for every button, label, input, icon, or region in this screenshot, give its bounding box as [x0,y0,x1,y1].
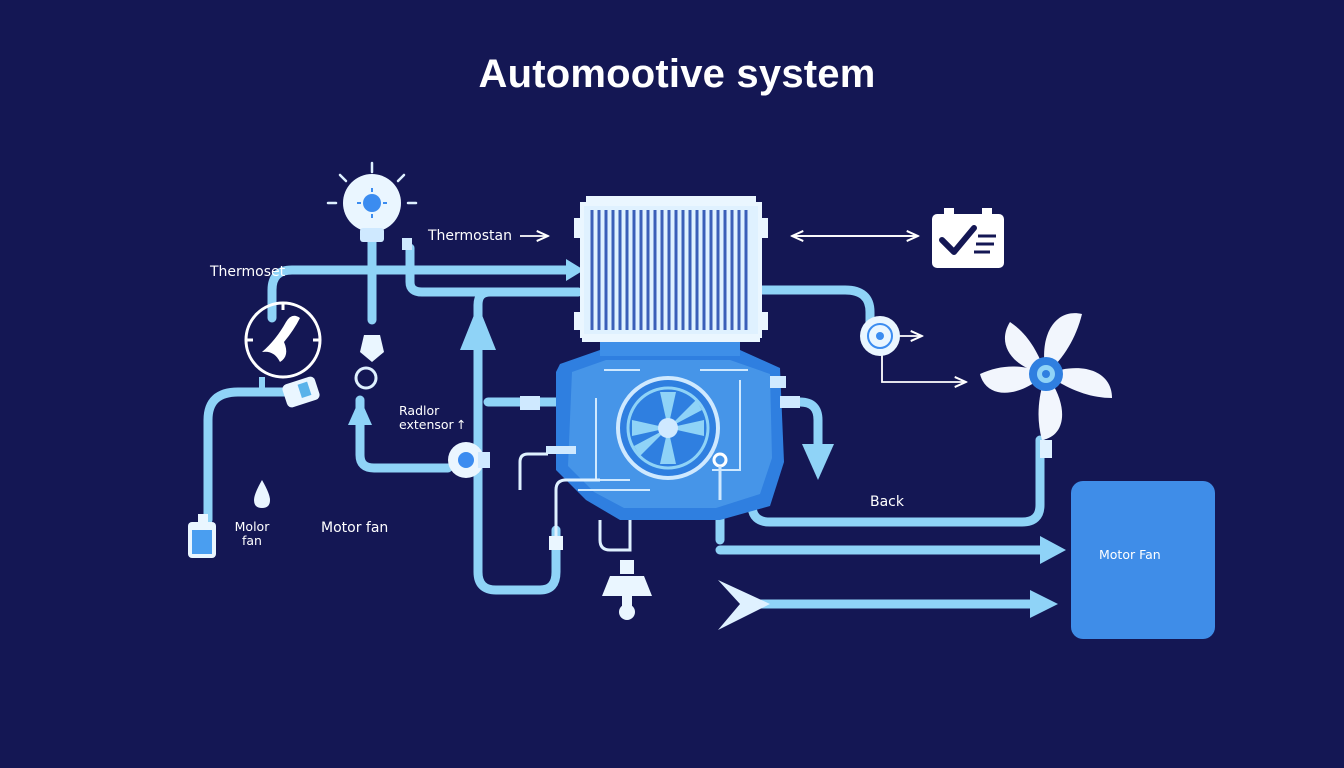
pipe-fan-return [747,435,1045,527]
pipe-top-left [267,265,577,323]
valve-connector [282,376,320,408]
flow-arrow-up-left [460,305,496,350]
flow-arrow-down-right [802,444,834,480]
small-hoses [518,452,632,552]
label-molor-line1: Molor [234,519,270,534]
pump-left-icon [448,442,490,478]
pipe-left-loop [473,325,561,595]
label-thermoset: Thermoset [210,264,286,280]
pipe-left-down-to-bottle [203,387,307,525]
water-pump-right-icon [860,316,900,356]
label-radior-arrow: ↑ [456,417,467,432]
label-thermostan: Thermostan [428,228,512,244]
indicator-arrows [520,236,966,382]
checklist-icon [932,208,1004,268]
spark-plug-icon [602,560,652,620]
label-radior-line2: extensor [399,417,454,432]
pipe-left-vertical [473,287,583,335]
label-molor-line2: fan [242,533,262,548]
flow-arrows [715,495,1045,609]
chevron-arrow-icon [718,580,770,630]
flow-arrow-to-box-bottom [1030,590,1058,618]
pipe-radiator-right [755,285,875,330]
pipe-radiator-inlet [405,243,583,297]
hose-clamp [549,536,563,550]
flow-arrow-up-lower [348,398,372,425]
diagram-title: Automootive system [478,52,876,96]
pipe-left-lower [355,395,453,473]
coolant-bottle-icon [188,514,216,558]
lightbulb-icon [326,161,418,250]
flow-arrow-radiator-in [566,259,584,281]
label-back: Back [870,494,904,510]
motor-fan-box [1071,481,1215,639]
radiator [574,196,768,342]
engine-block [520,342,800,520]
droplet-icon [254,480,270,508]
nozzle-valve [354,335,384,390]
thermoset-gauge-icon [244,301,322,392]
label-motor-fan: Motor fan [321,520,389,536]
pipe-engine-right [770,397,823,455]
label-radior-line1: Radlor [399,403,440,418]
fan-icon [980,313,1112,458]
label-motor-fan-box: Motor Fan [1099,547,1161,562]
flow-arrow-to-box-top [1040,536,1066,564]
